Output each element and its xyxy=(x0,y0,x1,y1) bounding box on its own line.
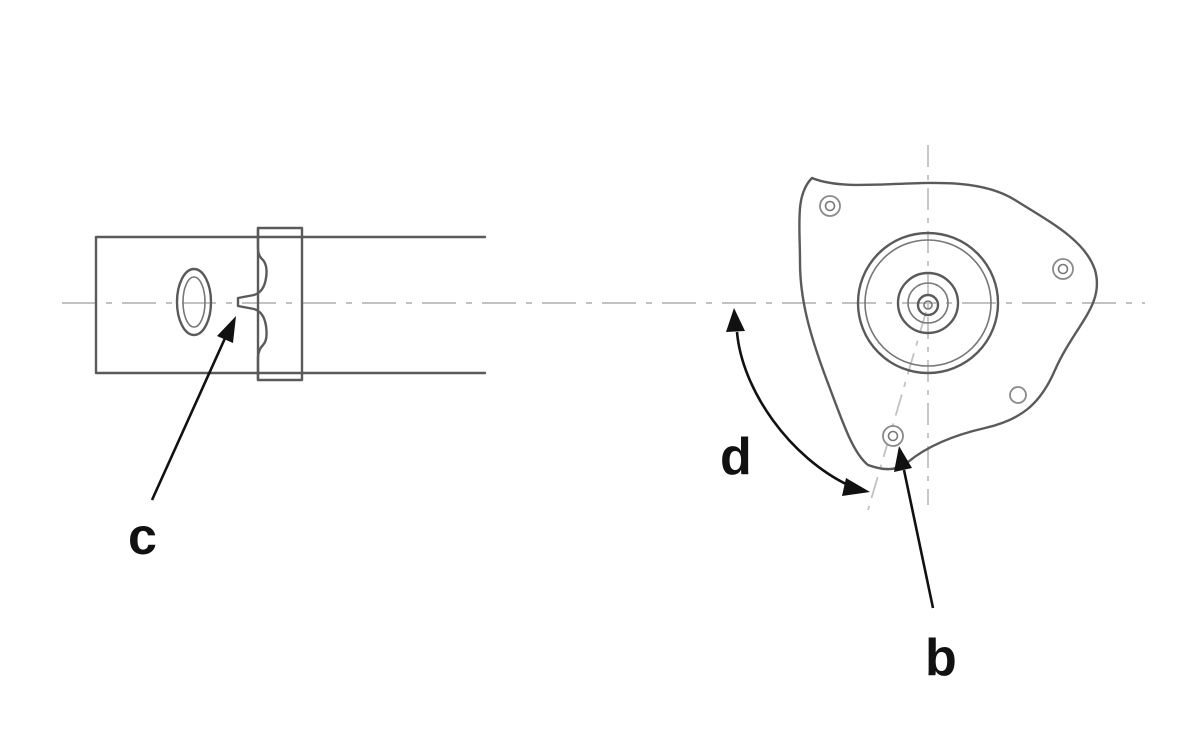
hub-ring-inner xyxy=(907,282,949,324)
shaft-hole-center xyxy=(923,300,933,310)
label-c: c xyxy=(128,508,157,566)
label-d: d xyxy=(720,428,752,486)
mount-hole-lower-right xyxy=(1009,386,1027,404)
shaft-outline xyxy=(94,235,487,375)
label-b: b xyxy=(925,629,957,687)
mount-hole-right-inner xyxy=(1057,263,1069,275)
side-view xyxy=(94,226,487,382)
shaft-hole xyxy=(916,293,940,317)
boss-ring-second xyxy=(864,239,992,367)
front-view xyxy=(798,145,1099,511)
leader-b xyxy=(894,446,935,609)
angle-dimension-d xyxy=(726,308,870,496)
leader-c xyxy=(150,316,236,501)
oval-slot-inner xyxy=(182,276,206,328)
mount-hole-bottom-inner xyxy=(887,430,899,442)
mount-hole-upper-left-inner xyxy=(824,200,836,212)
mount-hole-upper-left xyxy=(819,195,841,217)
angled-centerline xyxy=(867,311,927,511)
mount-hole-bottom xyxy=(882,425,904,447)
collar-notch xyxy=(236,226,268,382)
oval-slot-outer xyxy=(175,267,213,337)
hub-ring xyxy=(896,271,960,335)
boss-ring-outer xyxy=(856,231,1000,375)
mount-hole-right xyxy=(1052,258,1074,280)
collar-outline xyxy=(256,226,304,382)
flange-outline xyxy=(798,176,1099,471)
